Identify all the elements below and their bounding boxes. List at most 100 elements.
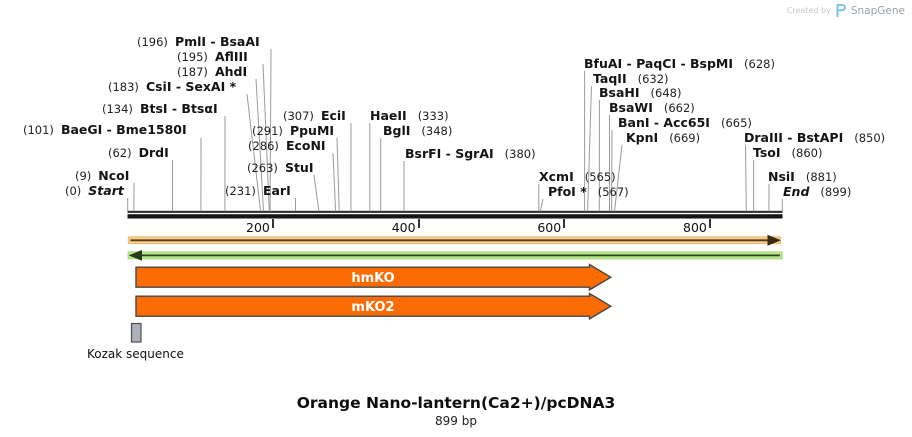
- site-label-end[interactable]: End(899): [783, 184, 851, 200]
- feature-full-span-forward[interactable]: [127, 234, 781, 246]
- site-name: NsiI: [768, 169, 795, 184]
- site-name: BanI - Acc65I: [618, 115, 710, 130]
- ruler-tick-label: 600: [537, 220, 562, 235]
- hmko-label: hmKO: [351, 271, 394, 286]
- site-name: StuI: [284, 160, 314, 175]
- site-position: (263): [247, 161, 278, 175]
- site-position: (134): [102, 102, 133, 116]
- site-name: BsaWI: [609, 100, 653, 115]
- site-name: TsoI: [753, 145, 781, 160]
- site-position: (307): [283, 109, 314, 123]
- site-position: (567): [597, 185, 629, 199]
- feature-full-span-reverse[interactable]: [127, 250, 783, 261]
- site-label-bsahi[interactable]: BsaHI(648): [599, 86, 682, 101]
- site-name: DrdI: [138, 145, 169, 160]
- site-name: Start: [88, 183, 124, 198]
- ruler-tick-label: 800: [683, 220, 707, 235]
- leader-line: [614, 144, 623, 212]
- feature-mko2[interactable]: mKO2: [135, 292, 613, 321]
- site-label-drdi[interactable]: (62) DrdI: [108, 145, 169, 161]
- site-name: BtsI - BtsαI: [139, 101, 218, 116]
- site-name: EciI: [320, 108, 346, 123]
- site-label-bsawi[interactable]: BsaWI (662): [609, 100, 695, 116]
- snapgene-logo-icon: [836, 4, 846, 17]
- site-label-ncoi[interactable]: (9)NcoI: [75, 168, 130, 184]
- site-label-xcmi[interactable]: XcmI(565): [539, 170, 616, 185]
- feature-hmko[interactable]: hmKO: [135, 263, 613, 292]
- site-label-draiii-bstapi[interactable]: DraIII - BstAPI(850): [744, 130, 885, 146]
- site-name: BfuAI - PaqCI - BspMI: [584, 56, 734, 71]
- site-position: (231): [225, 184, 256, 198]
- snapgene-brand-text: SnapGene: [850, 4, 905, 17]
- hmko-arrow[interactable]: [135, 263, 613, 292]
- site-position: (195): [177, 50, 208, 64]
- site-position: (565): [584, 170, 616, 184]
- leader-line: [539, 198, 544, 212]
- sequence-line-top: [127, 210, 783, 213]
- site-label-kpni[interactable]: KpnI(669): [626, 131, 701, 146]
- site-name: EcoNI: [285, 138, 326, 153]
- snapgene-credit: Created by SnapGene: [787, 4, 905, 17]
- site-position: (648): [650, 86, 682, 100]
- site-position: (101): [23, 123, 54, 137]
- site-label-ppumi[interactable]: (291)PpuMI: [252, 124, 334, 139]
- site-position: (187): [177, 65, 208, 79]
- site-position: (662): [663, 101, 695, 115]
- site-position: (348): [421, 124, 453, 138]
- site-position: (286): [248, 139, 279, 153]
- site-name: DraIII - BstAPI: [744, 130, 844, 145]
- site-label-bgli[interactable]: BglI(348): [383, 124, 453, 139]
- leader-line: [745, 144, 747, 212]
- site-label-bfuai-paqci-bspmi[interactable]: BfuAI - PaqCI - BspMI(628): [584, 56, 775, 72]
- site-label-bsrfi-sgrai[interactable]: BsrFI - SgrAI(380): [405, 147, 536, 162]
- site-label-ahdi[interactable]: (187)AhdI: [177, 65, 247, 80]
- site-label-ecii[interactable]: (307) EciI: [283, 108, 346, 124]
- site-position: (62): [108, 146, 132, 160]
- site-name: PfoI *: [548, 184, 587, 199]
- site-label-start[interactable]: (0) Start: [65, 183, 124, 199]
- reverse-arrowhead-icon: [128, 250, 142, 261]
- sequence-line-body: [127, 214, 783, 219]
- site-name: AflIII: [214, 49, 248, 64]
- ruler-tick: [708, 219, 711, 228]
- leader-line: [255, 78, 264, 212]
- leader-line: [246, 93, 262, 212]
- site-position: (380): [504, 147, 536, 161]
- site-label-pfoi[interactable]: PfoI * (567): [548, 184, 629, 200]
- site-label-haeii[interactable]: HaeII(333): [370, 108, 449, 124]
- site-position: (0): [65, 184, 82, 198]
- forward-arrowhead-icon: [767, 234, 781, 246]
- site-label-pmli-bsaai[interactable]: (196)PmlI - BsaAI: [137, 35, 260, 50]
- site-label-csii-sexai[interactable]: (183) CsiI - SexAI *: [108, 79, 237, 95]
- site-label-bani-acc65i[interactable]: BanI - Acc65I(665): [618, 115, 752, 131]
- site-position: (183): [108, 80, 139, 94]
- site-name: CsiI - SexAI *: [145, 79, 237, 94]
- site-label-stui[interactable]: (263) StuI: [247, 160, 314, 176]
- site-label-econi[interactable]: (286) EcoNI: [248, 138, 326, 154]
- ruler-tick: [271, 219, 274, 228]
- site-position: (669): [669, 131, 701, 145]
- leader-line: [332, 152, 337, 212]
- leader-line: [262, 63, 270, 212]
- site-label-taqii[interactable]: TaqII(632): [593, 71, 669, 87]
- site-label-btsi-btsαi[interactable]: (134) BtsI - BtsαI: [102, 101, 218, 117]
- site-label-tsoi[interactable]: TsoI(860): [753, 145, 822, 161]
- site-name: End: [783, 184, 810, 199]
- site-name: BaeGI - Bme1580I: [60, 122, 187, 137]
- ruler-tick-label: 200: [246, 220, 270, 235]
- kozak-sequence-box[interactable]: [130, 322, 142, 343]
- kozak-sequence-label: Kozak sequence: [87, 347, 184, 361]
- site-name: TaqII: [593, 71, 627, 86]
- site-name: HaeII: [370, 108, 407, 123]
- ruler-tick-label: 400: [391, 220, 416, 235]
- site-label-baegi-bme1580i[interactable]: (101) BaeGI - Bme1580I: [23, 122, 187, 138]
- plasmid-title: Orange Nano-lantern(Ca2+)/pcDNA3: [296, 394, 616, 412]
- mko2-arrow[interactable]: [135, 292, 613, 321]
- created-by-text: Created by: [786, 6, 831, 15]
- site-label-eari[interactable]: (231)EarI: [225, 184, 291, 199]
- site-name: NcoI: [98, 168, 130, 183]
- site-label-nsii[interactable]: NsiI(881): [768, 169, 837, 185]
- mko2-label: mKO2: [351, 300, 394, 315]
- site-label-afliii[interactable]: (195) AflIII: [177, 49, 248, 65]
